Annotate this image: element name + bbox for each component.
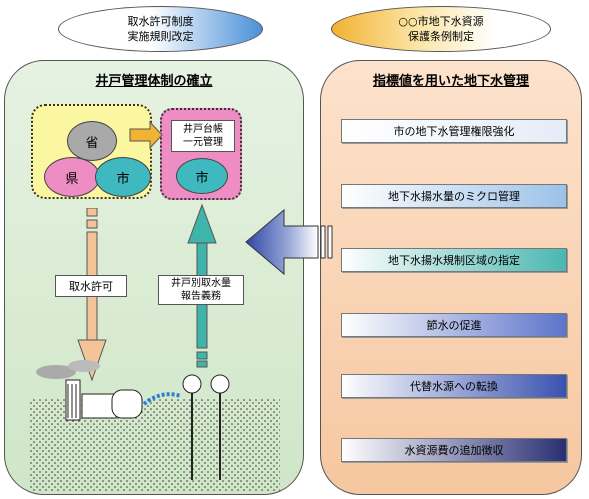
ministry-circle: 省 (67, 121, 117, 161)
left-header-line1: 取水許可制度 (127, 15, 194, 28)
measure-1: 市の地下水管理権限強化 (341, 119, 567, 143)
measure-6: 水資源費の追加徴収 (341, 438, 567, 462)
right-header-line1: ○○市地下水資源 (398, 15, 484, 28)
ground-scene (30, 360, 280, 492)
report-line1: 井戸別取水量 (171, 278, 231, 289)
city-circle-registry: 市 (176, 158, 228, 194)
measure-4: 節水の促進 (341, 313, 567, 337)
left-header-line2: 実施規則改定 (127, 30, 194, 43)
right-header-ellipse: ○○市地下水資源 保護条例制定 (331, 6, 551, 52)
report-label: 井戸別取水量 報告義務 (158, 275, 244, 305)
report-line2: 報告義務 (181, 291, 221, 302)
permit-label: 取水許可 (55, 275, 127, 297)
registry-label: 井戸台帳 一元管理 (171, 120, 235, 152)
city-circle-gov: 市 (95, 157, 151, 197)
measure-2: 地下水揚水量のミクロ管理 (341, 184, 567, 208)
well-icon-1 (182, 374, 202, 480)
registry-line2: 一元管理 (183, 137, 223, 148)
right-panel-title: 指標値を用いた地下水管理 (372, 74, 529, 89)
policy-arrow (245, 208, 333, 276)
left-panel-title: 井戸管理体制の確立 (95, 74, 213, 89)
gov-to-registry-arrow (129, 120, 163, 150)
well-icon-2 (210, 374, 230, 480)
prefecture-circle: 県 (44, 157, 100, 197)
left-header-ellipse: 取水許可制度 実施規則改定 (58, 6, 263, 52)
measure-3: 地下水揚水規制区域の指定 (341, 248, 567, 272)
right-header-line2: 保護条例制定 (408, 30, 474, 43)
measure-5: 代替水源への転換 (341, 374, 567, 398)
registry-line1: 井戸台帳 (183, 124, 223, 135)
factory-icon (36, 360, 143, 421)
